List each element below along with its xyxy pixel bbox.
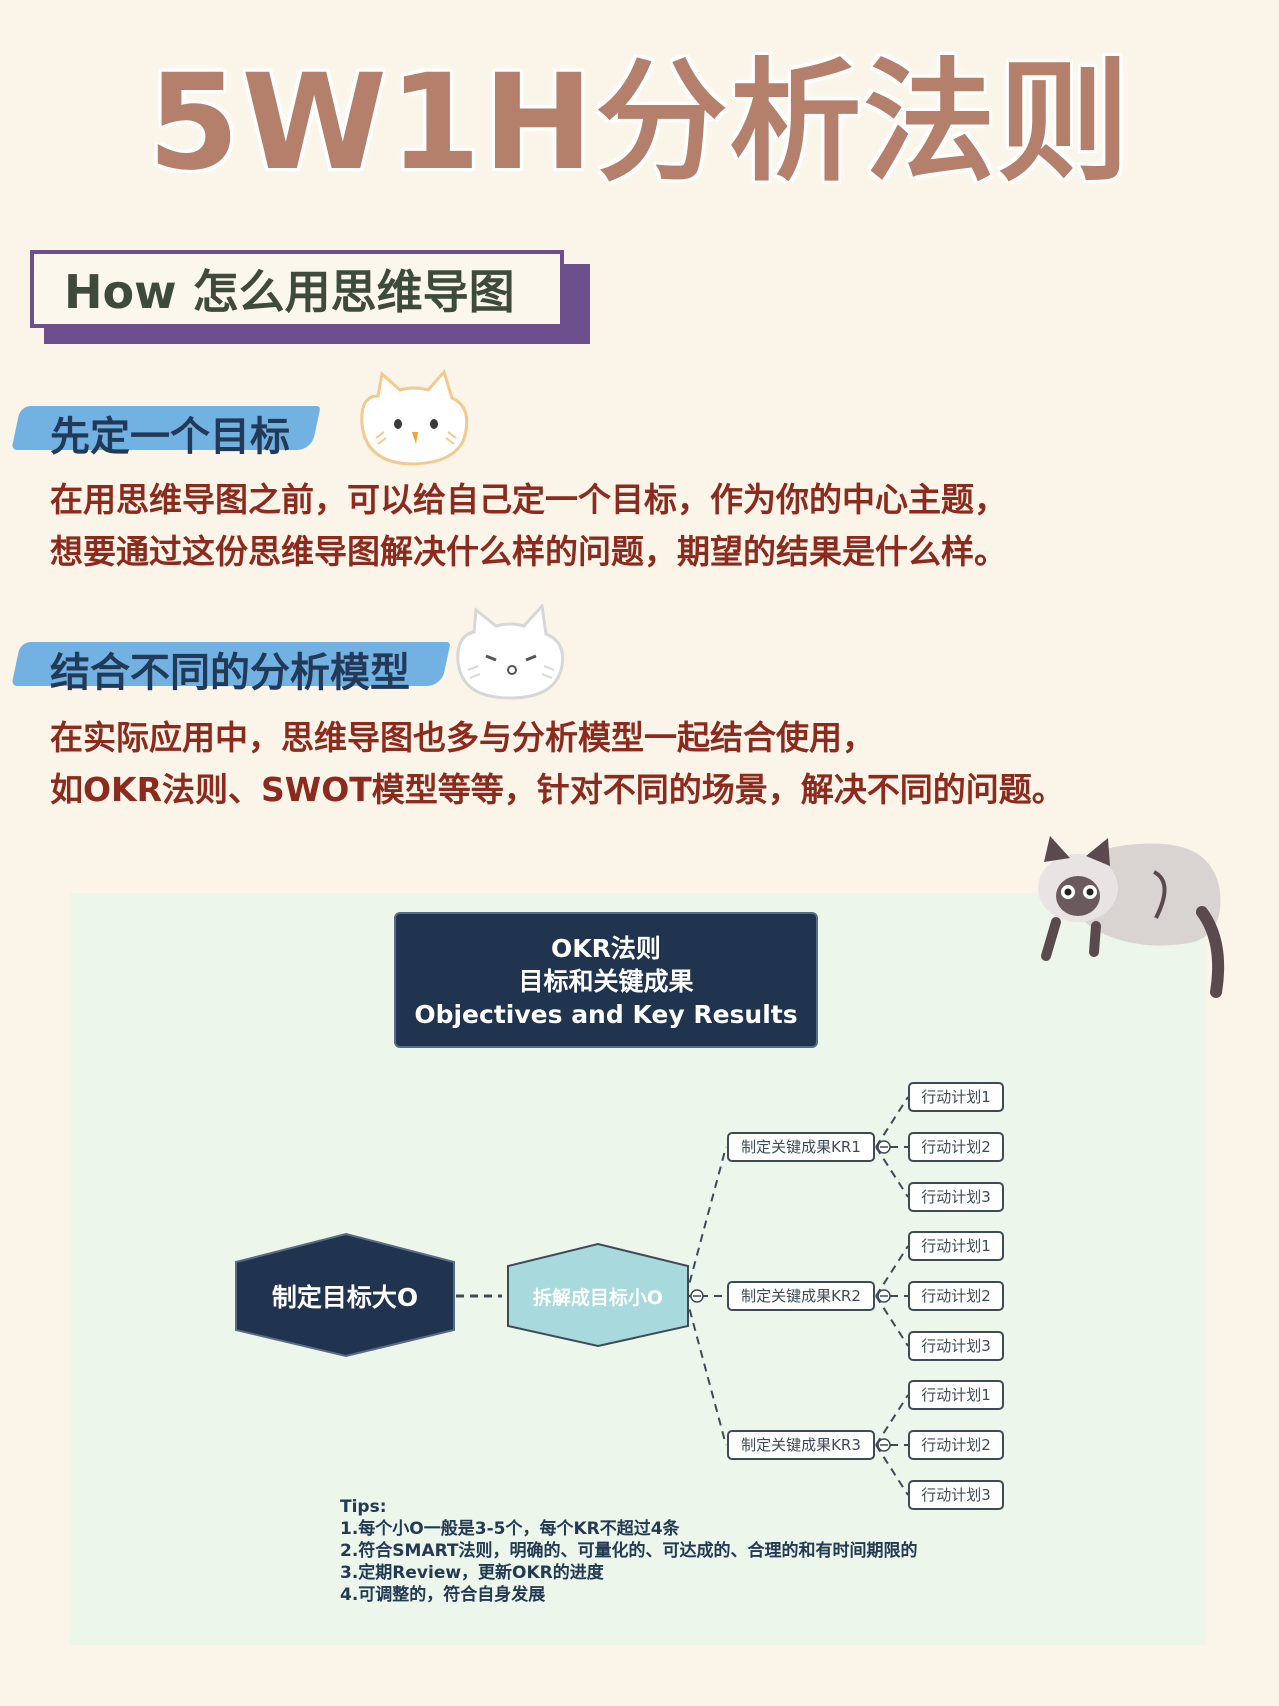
action-node: 行动计划1	[908, 1231, 1004, 1261]
okr-title-line: 目标和关键成果	[518, 967, 694, 996]
kr-node: 制定关键成果KR2	[727, 1281, 875, 1311]
cat-face-icon	[360, 369, 469, 466]
tip-item: 4.可调整的，符合自身发展	[340, 1585, 546, 1605]
okr-title-line: Objectives and Key Results	[414, 1000, 798, 1029]
section-banner: How 怎么用思维导图	[30, 250, 564, 328]
tip-item: 3.定期Review，更新OKR的进度	[340, 1563, 604, 1583]
section-heading-1: 先定一个目标	[50, 414, 290, 460]
siamese-cat-icon	[1038, 836, 1225, 998]
tips-block: Tips: 1.每个小O一般是3-5个，每个KR不超过4条 2.符合SMART法…	[340, 1496, 1040, 1606]
action-node: 行动计划1	[908, 1082, 1004, 1112]
paragraph-line: 在用思维导图之前，可以给自己定一个目标，作为你的中心主题，	[50, 480, 1007, 519]
okr-title-box: OKR法则 目标和关键成果 Objectives and Key Results	[394, 912, 818, 1048]
action-node: 行动计划2	[908, 1430, 1004, 1460]
action-node: 行动计划3	[908, 1480, 1004, 1510]
okr-title-line: OKR法则	[551, 934, 661, 963]
section-heading-2: 结合不同的分析模型	[50, 650, 410, 696]
root-node-shape	[235, 1232, 455, 1358]
action-node: 行动计划1	[908, 1380, 1004, 1410]
section-banner-text: How 怎么用思维导图	[64, 265, 515, 319]
action-node: 行动计划3	[908, 1331, 1004, 1361]
action-node: 行动计划2	[908, 1281, 1004, 1311]
sub-node-shape	[507, 1242, 689, 1348]
tips-title: Tips:	[340, 1497, 387, 1517]
paragraph-line: 如OKR法则、SWOT模型等等，针对不同的场景，解决不同的问题。	[50, 770, 1065, 809]
root-node-label: 制定目标大O	[271, 1283, 419, 1312]
action-node: 行动计划3	[908, 1182, 1004, 1212]
kr-node: 制定关键成果KR1	[727, 1132, 875, 1162]
tip-item: 2.符合SMART法则，明确的、可量化的、可达成的、合理的和有时间期限的	[340, 1541, 918, 1561]
kr-node: 制定关键成果KR3	[727, 1430, 875, 1460]
page-title: 5W1H分析法则	[147, 46, 1132, 200]
section-paragraph-1: 在用思维导图之前，可以给自己定一个目标，作为你的中心主题， 想要通过这份思维导图…	[50, 474, 1007, 578]
action-node: 行动计划2	[908, 1132, 1004, 1162]
paragraph-line: 在实际应用中，思维导图也多与分析模型一起结合使用，	[50, 718, 875, 757]
section-paragraph-2: 在实际应用中，思维导图也多与分析模型一起结合使用， 如OKR法则、SWOT模型等…	[50, 712, 1065, 816]
cat-face-icon	[456, 604, 565, 700]
paragraph-line: 想要通过这份思维导图解决什么样的问题，期望的结果是什么样。	[50, 532, 1007, 571]
sub-node-label: 拆解成目标小O	[532, 1287, 664, 1309]
tip-item: 1.每个小O一般是3-5个，每个KR不超过4条	[340, 1519, 680, 1539]
